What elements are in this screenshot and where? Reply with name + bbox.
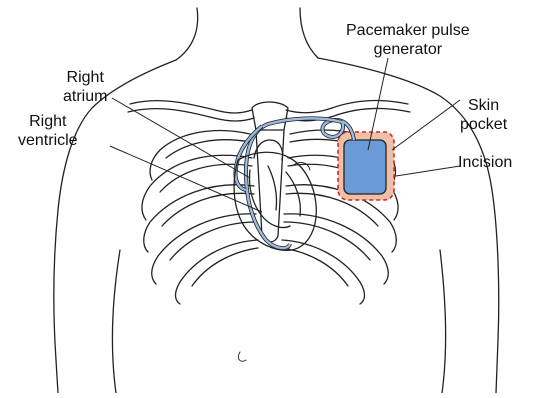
label-pacemaker-line1: Pacemaker pulse [346,21,470,40]
leader-right-atrium [112,98,250,178]
label-right-atrium-line1: Right [63,68,107,87]
label-skin-pocket-line1: Skin [460,96,507,115]
navel [238,352,246,361]
label-incision-text: Incision [458,153,512,172]
pacing-lead [235,118,354,248]
label-right-ventricle-line1: Right [18,112,78,131]
label-right-ventricle: Right ventricle [18,112,78,150]
label-skin-pocket-line2: pocket [460,115,507,134]
label-right-atrium: Right atrium [63,68,107,106]
label-right-ventricle-line2: ventricle [18,131,78,150]
label-pacemaker-pulse-generator: Pacemaker pulse generator [346,21,470,59]
clavicles [128,101,410,121]
pulse-generator [344,140,386,194]
label-right-atrium-line2: atrium [63,87,107,106]
leader-skin-pocket [392,100,460,150]
label-incision: Incision [458,153,512,172]
label-pacemaker-line2: generator [346,40,470,59]
label-skin-pocket: Skin pocket [460,96,507,134]
leader-incision [396,166,460,176]
